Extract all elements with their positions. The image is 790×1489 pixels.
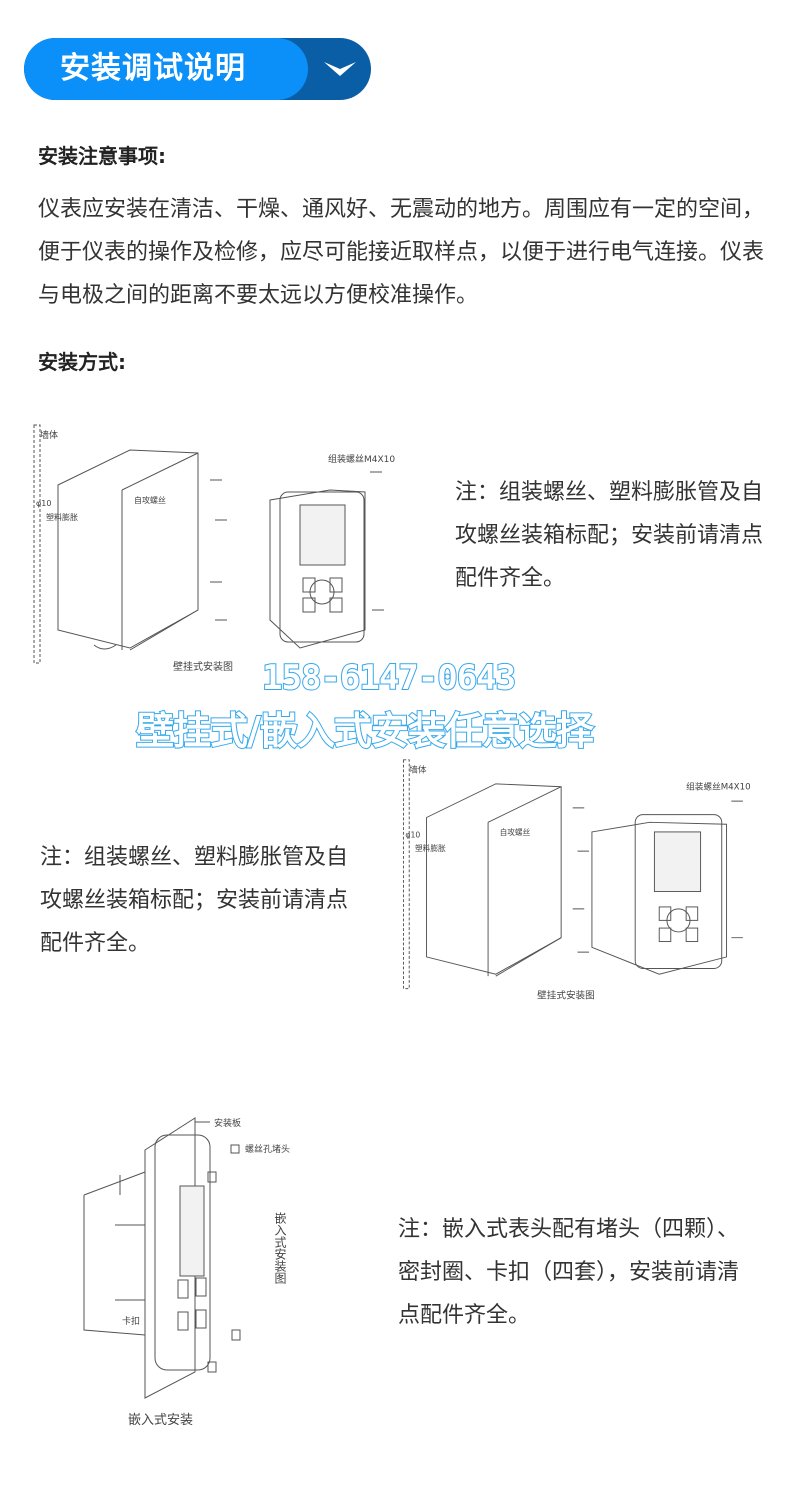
diagram-label: 壁挂式安装图 (173, 660, 233, 673)
diagram-label: 塑料膨胀 (415, 843, 446, 853)
wall-mount-note: 注：组装螺丝、塑料膨胀管及自攻螺丝装箱标配；安装前请清点配件齐全。 (455, 480, 764, 591)
precautions-heading: 安装注意事项: (38, 144, 166, 168)
diagram-label: 塑料膨胀 (46, 512, 78, 522)
method-heading: 安装方式: (38, 350, 126, 374)
promo-slogan: 壁挂式/嵌入式安装任意选择 (135, 708, 595, 754)
diagram-label: 壁挂式安装图 (537, 989, 595, 1001)
diagram-label: 自攻螺丝 (134, 495, 166, 505)
diagram-label: 卡扣 (122, 1315, 140, 1327)
diagram-label: 墙体 (40, 429, 58, 441)
precautions-text: 仪表应安装在清洁、干燥、通风好、无震动的地方。周围应有一定的空间，便于仪表的操作… (38, 197, 765, 308)
diagram-label: 嵌入式安装图 (273, 1212, 287, 1284)
diagram-label: 嵌入式安装 (128, 1413, 193, 1428)
diagram-label: φ10 (36, 499, 51, 508)
diagram-label: 安装板 (214, 1117, 241, 1129)
phone-number: 158-6147-0643 (261, 657, 517, 699)
wall-mount-diagram-2: 墙体 φ10 塑料膨胀 自攻螺丝 组装螺丝M4X10 壁挂式安装图 (402, 759, 751, 1001)
diagram-label: 自攻螺丝 (500, 827, 531, 837)
diagram-label: 墙体 (409, 763, 427, 775)
section-header[interactable]: 安装调试说明 (24, 38, 371, 100)
diagram-label: φ10 (405, 831, 420, 840)
diagram-label: 组装螺丝M4X10 (328, 453, 395, 465)
section-title: 安装调试说明 (24, 38, 308, 100)
wall-mount-note-2: 注：组装螺丝、塑料膨胀管及自攻螺丝装箱标配；安装前请清点配件齐全。 (40, 845, 349, 956)
embedded-mount-diagram: 安装板 螺丝孔堵头 卡扣 嵌入式安装图 嵌入式安装 (83, 1117, 290, 1428)
wall-mount-diagram: 墙体 φ10 塑料膨胀 自攻螺丝 组装螺丝M4X10 壁挂式安装图 (33, 424, 395, 673)
diagram-label: 组装螺丝M4X10 (686, 781, 750, 793)
embedded-mount-note: 注：嵌入式表头配有堵头（四颗）、密封圈、卡扣（四套），安装前请清点配件齐全。 (398, 1217, 740, 1328)
chevron-down-icon[interactable] (320, 56, 360, 82)
diagram-label: 螺丝孔堵头 (245, 1143, 290, 1155)
